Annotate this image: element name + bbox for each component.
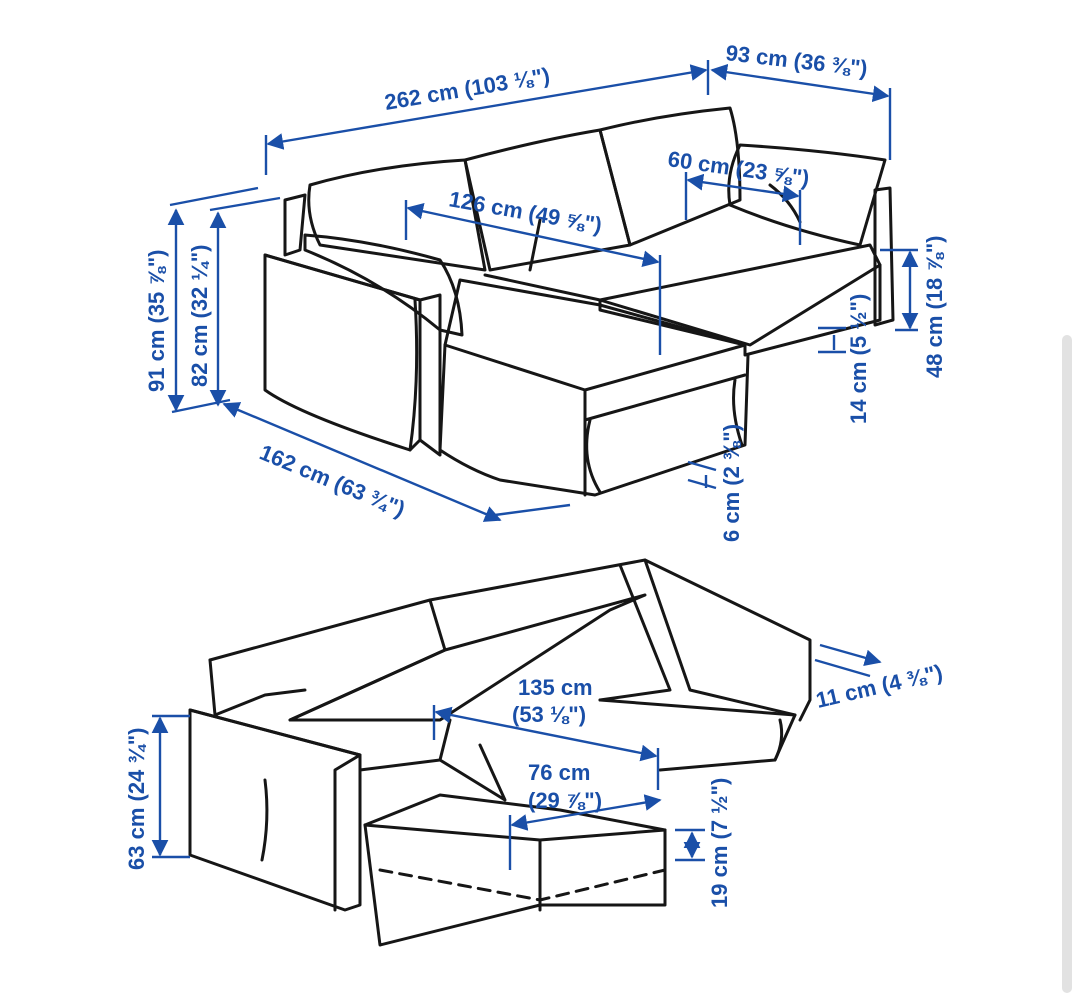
label-height-total: 91 cm (35 ⅞") (144, 249, 169, 392)
label-leg-height-right: 14 cm (5 ½") (846, 294, 871, 424)
label-total-width: 262 cm (103 ⅛") (383, 63, 552, 115)
label-back-thickness: 11 cm (4 ⅜") (814, 659, 945, 712)
label-seat-width: 126 cm (49 ⅝") (447, 186, 604, 237)
label-arm-height: 48 cm (18 ⅞") (922, 235, 947, 378)
vertical-scrollbar[interactable] (1062, 335, 1072, 993)
label-storage-depth: 19 cm (7 ½") (707, 778, 732, 908)
label-bed-width-line2: (29 ⅞") (528, 788, 602, 813)
label-side-height: 63 cm (24 ¾") (124, 727, 149, 870)
label-leg-height-front: 6 cm (2 ⅜") (719, 424, 744, 542)
label-bed-length-line2: (53 ⅛") (512, 702, 586, 727)
label-bed-width-line1: 76 cm (528, 760, 590, 785)
label-chaise-length: 162 cm (63 ¾") (256, 440, 409, 522)
label-bed-length-line1: 135 cm (518, 675, 593, 700)
dimension-lines (151, 60, 919, 870)
sofa-bed-outline (188, 558, 812, 947)
label-height-back: 82 cm (32 ¼") (187, 244, 212, 387)
